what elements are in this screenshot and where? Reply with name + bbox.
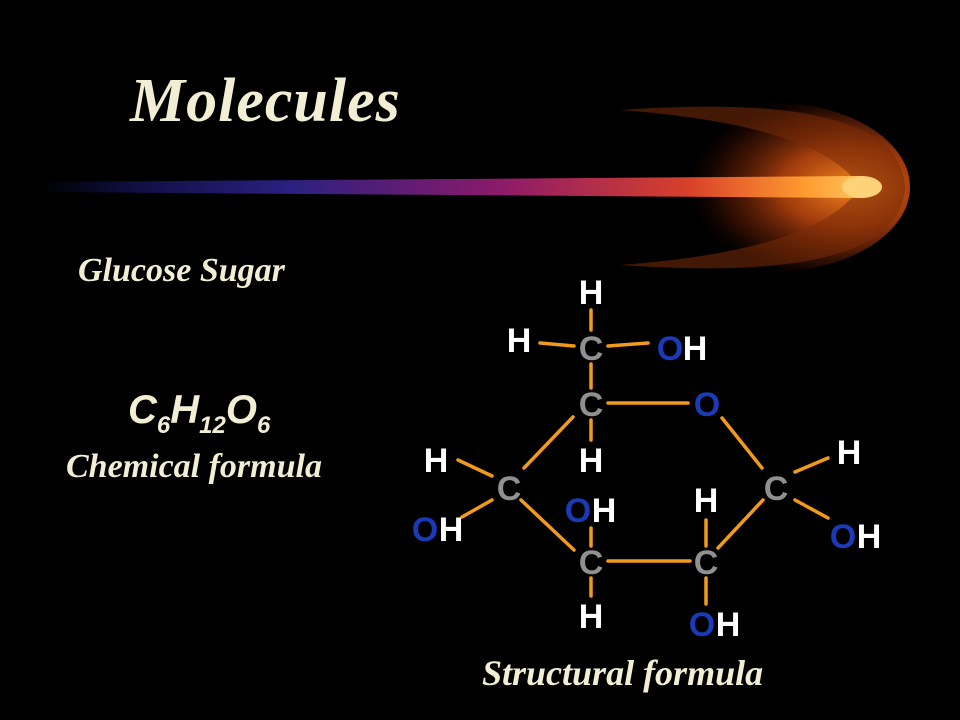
atom-labels: H H C O H C O H H C O H H C O H O H H C — [412, 274, 882, 644]
hydroxyl-oxygen: O — [657, 330, 683, 368]
hydroxyl-oxygen: O — [565, 492, 591, 530]
formula-symbol-carbon: C — [128, 388, 157, 432]
hydroxyl-hydrogen: H — [857, 518, 882, 556]
chemical-formula-caption: Chemical formula — [66, 448, 322, 485]
bond — [522, 415, 575, 470]
bond — [519, 498, 576, 552]
carbon-atom: C — [579, 330, 604, 368]
formula-subscript-hydrogen: 12 — [199, 412, 226, 439]
bond — [606, 341, 650, 348]
hydrogen-atom: H — [579, 274, 604, 312]
ring-oxygen-atom: O — [694, 386, 720, 424]
hydroxyl-oxygen: O — [689, 606, 715, 644]
bond — [538, 341, 576, 348]
hydroxyl-hydrogen: H — [716, 606, 741, 644]
comet-flare — [620, 106, 905, 269]
hydroxyl-hydrogen: H — [439, 511, 464, 549]
chemical-formula: C6H12O6 — [128, 388, 270, 438]
formula-symbol-oxygen: O — [225, 388, 257, 432]
hydroxyl-oxygen: O — [412, 511, 438, 549]
comet-tail — [40, 176, 871, 198]
carbon-atom: C — [694, 544, 719, 582]
comet-head — [842, 176, 882, 198]
slide-title: Molecules — [130, 67, 401, 135]
carbon-atom: C — [497, 470, 522, 508]
bond — [460, 498, 494, 519]
hydrogen-atom: H — [579, 442, 604, 480]
bond — [720, 416, 764, 470]
bond — [456, 458, 494, 478]
hydroxyl-oxygen: O — [830, 518, 856, 556]
hydrogen-atom: H — [837, 434, 862, 472]
molecule-name-label: Glucose Sugar — [78, 252, 285, 289]
carbon-atom: C — [579, 544, 604, 582]
hydrogen-atom: H — [424, 442, 449, 480]
bond — [716, 498, 765, 550]
carbon-atom: C — [764, 470, 789, 508]
hydrogen-atom: H — [694, 482, 719, 520]
bond — [793, 456, 830, 474]
hydrogen-atom: H — [579, 598, 604, 636]
hydroxyl-hydrogen: H — [683, 330, 708, 368]
bond-lines — [456, 308, 830, 606]
formula-subscript-carbon: 6 — [156, 412, 171, 439]
hydrogen-atom: H — [507, 322, 532, 360]
formula-symbol-hydrogen: H — [170, 388, 200, 432]
carbon-atom: C — [579, 386, 604, 424]
hydroxyl-hydrogen: H — [592, 492, 617, 530]
formula-subscript-oxygen: 6 — [256, 412, 271, 439]
bond — [793, 498, 830, 520]
structural-formula-caption: Structural formula — [482, 653, 764, 693]
